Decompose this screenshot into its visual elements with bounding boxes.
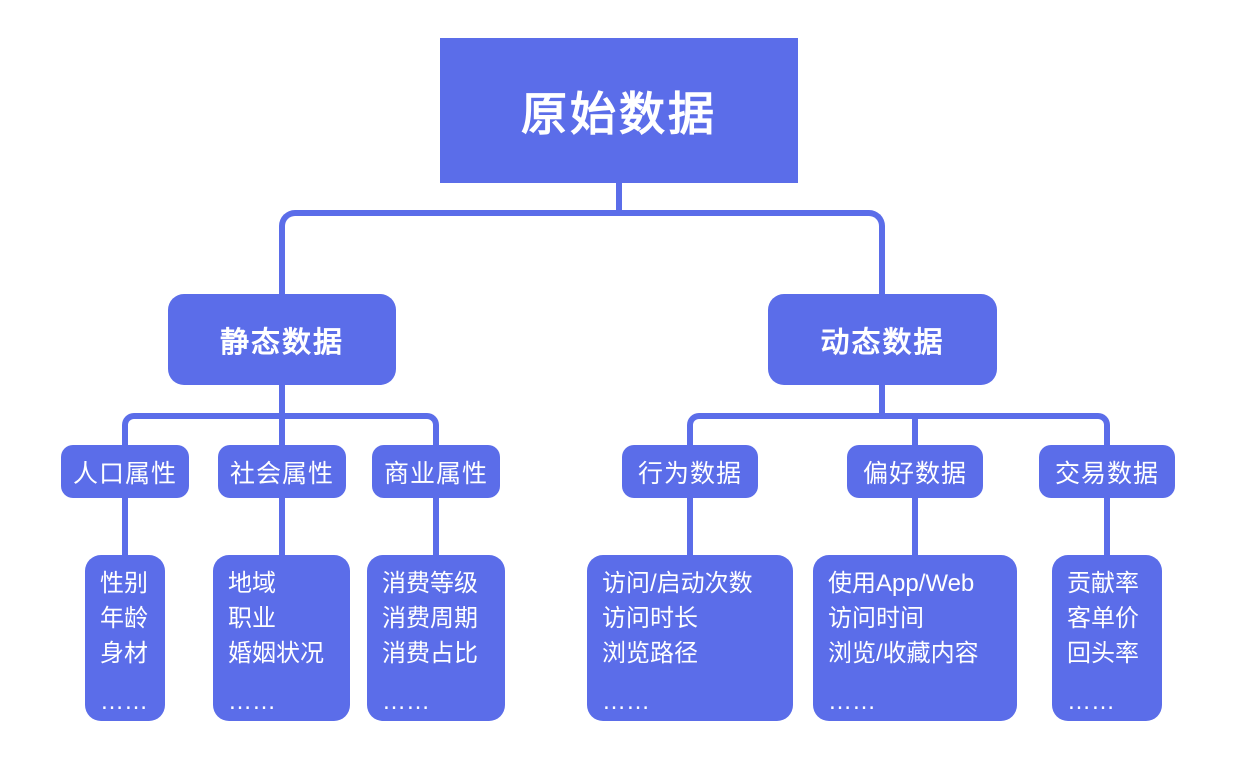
node-dynamic-data-label: 动态数据	[820, 326, 945, 359]
leaf-item: 地域	[228, 570, 276, 597]
node-static-data-label: 静态数据	[219, 326, 344, 359]
leaf-item-ellipsis: ……	[828, 688, 876, 715]
leaf-item: 消费占比	[382, 640, 478, 667]
leaf-item-ellipsis: ……	[100, 688, 148, 715]
leaf-item: 访问/启动次数	[602, 570, 753, 597]
leaf-social-items: 地域 职业 婚姻状况 ……	[213, 555, 350, 721]
node-transaction-data-label: 交易数据	[1054, 459, 1159, 488]
leaf-preference-items: 使用App/Web 访问时间 浏览/收藏内容 ……	[813, 555, 1017, 721]
node-demographic-attr: 人口属性	[61, 445, 189, 498]
leaf-item: 访问时间	[828, 605, 924, 632]
node-business-attr: 商业属性	[372, 445, 500, 498]
connector-demographic-leaf	[122, 498, 128, 555]
leaf-behavior-items: 访问/启动次数 访问时长 浏览路径 ……	[587, 555, 793, 721]
node-preference-data-label: 偏好数据	[862, 459, 967, 488]
node-static-data: 静态数据	[168, 294, 396, 385]
node-behavior-data: 行为数据	[622, 445, 758, 498]
leaf-item: 年龄	[100, 605, 148, 632]
leaf-item: 消费等级	[382, 570, 478, 597]
leaf-item: 性别	[100, 570, 148, 597]
connector-social-leaf	[279, 498, 285, 555]
leaf-item: 身材	[100, 640, 148, 667]
connector-dynamic-to-children	[687, 413, 1110, 445]
leaf-demographic-items: 性别 年龄 身材 ……	[85, 555, 165, 721]
connector-dynamic-stub	[879, 385, 885, 419]
node-social-attr-label: 社会属性	[229, 459, 334, 488]
leaf-item: 回头率	[1067, 640, 1139, 667]
connector-business-leaf	[433, 498, 439, 555]
connector-preference-leaf	[912, 498, 918, 555]
node-preference-data: 偏好数据	[847, 445, 983, 498]
node-transaction-data: 交易数据	[1039, 445, 1175, 498]
leaf-item-ellipsis: ……	[382, 688, 430, 715]
leaf-item: 消费周期	[382, 605, 478, 632]
node-raw-data: 原始数据	[440, 38, 798, 183]
leaf-item: 客单价	[1067, 605, 1139, 632]
leaf-item: 浏览/收藏内容	[828, 640, 979, 667]
connector-root-to-branches	[279, 210, 885, 294]
connector-transaction-leaf	[1104, 498, 1110, 555]
node-social-attr: 社会属性	[218, 445, 346, 498]
connector-behavior-leaf	[687, 498, 693, 555]
connector-dynamic-middle-drop	[912, 413, 918, 445]
leaf-item-ellipsis: ……	[602, 688, 650, 715]
leaf-item: 贡献率	[1067, 570, 1139, 597]
leaf-item: 职业	[228, 605, 276, 632]
leaf-item: 使用App/Web	[828, 570, 975, 597]
leaf-item: 浏览路径	[602, 640, 698, 667]
leaf-item-ellipsis: ……	[228, 688, 276, 715]
connector-root-stub	[616, 183, 622, 213]
connector-static-middle-drop	[279, 413, 285, 445]
node-business-attr-label: 商业属性	[383, 459, 488, 488]
leaf-item: 访问时长	[602, 605, 698, 632]
leaf-business-items: 消费等级 消费周期 消费占比 ……	[367, 555, 505, 721]
leaf-item-ellipsis: ……	[1067, 688, 1115, 715]
node-raw-data-label: 原始数据	[521, 87, 717, 140]
connector-static-stub	[279, 385, 285, 419]
node-demographic-attr-label: 人口属性	[72, 459, 177, 488]
node-behavior-data-label: 行为数据	[637, 459, 742, 488]
node-dynamic-data: 动态数据	[768, 294, 997, 385]
leaf-item: 婚姻状况	[228, 640, 324, 667]
leaf-transaction-items: 贡献率 客单价 回头率 ……	[1052, 555, 1162, 721]
